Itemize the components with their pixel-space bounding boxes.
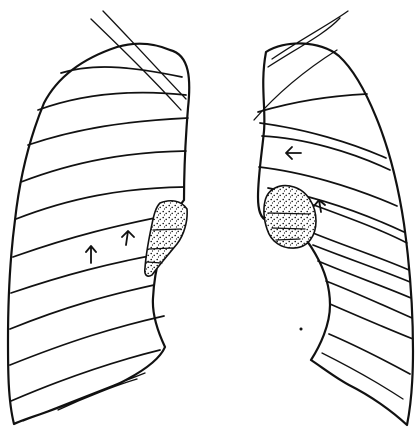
right-rib-2 (260, 123, 386, 158)
left-rib-7 (11, 254, 160, 293)
right-clavicle (254, 11, 348, 120)
small-dot (300, 328, 303, 331)
right-rib-6 (314, 205, 407, 243)
right-lesion-shape (264, 186, 316, 248)
left-rib-9 (10, 316, 164, 365)
left-rib-12 (58, 379, 137, 410)
left-lesion (145, 201, 187, 276)
right-lung (254, 11, 413, 425)
left-arrow-1 (86, 246, 96, 263)
right-rib-9 (318, 261, 411, 298)
left-arrow-2 (122, 231, 134, 245)
right-rib-12 (329, 334, 410, 374)
right-rib-10 (326, 281, 412, 318)
right-lesion (264, 186, 316, 248)
right-rib-11 (330, 304, 413, 339)
left-rib-2 (38, 93, 186, 110)
left-lesion-arrows (86, 231, 134, 263)
right-arrow-1 (286, 147, 301, 159)
left-rib-8 (10, 285, 154, 329)
left-lesion-shape (145, 201, 187, 276)
right-rib-1 (258, 94, 367, 112)
right-rib-3 (262, 136, 390, 170)
left-rib-3 (28, 118, 188, 145)
left-rib-4 (21, 151, 186, 182)
left-lung (8, 11, 189, 424)
left-rib-11 (23, 373, 145, 421)
